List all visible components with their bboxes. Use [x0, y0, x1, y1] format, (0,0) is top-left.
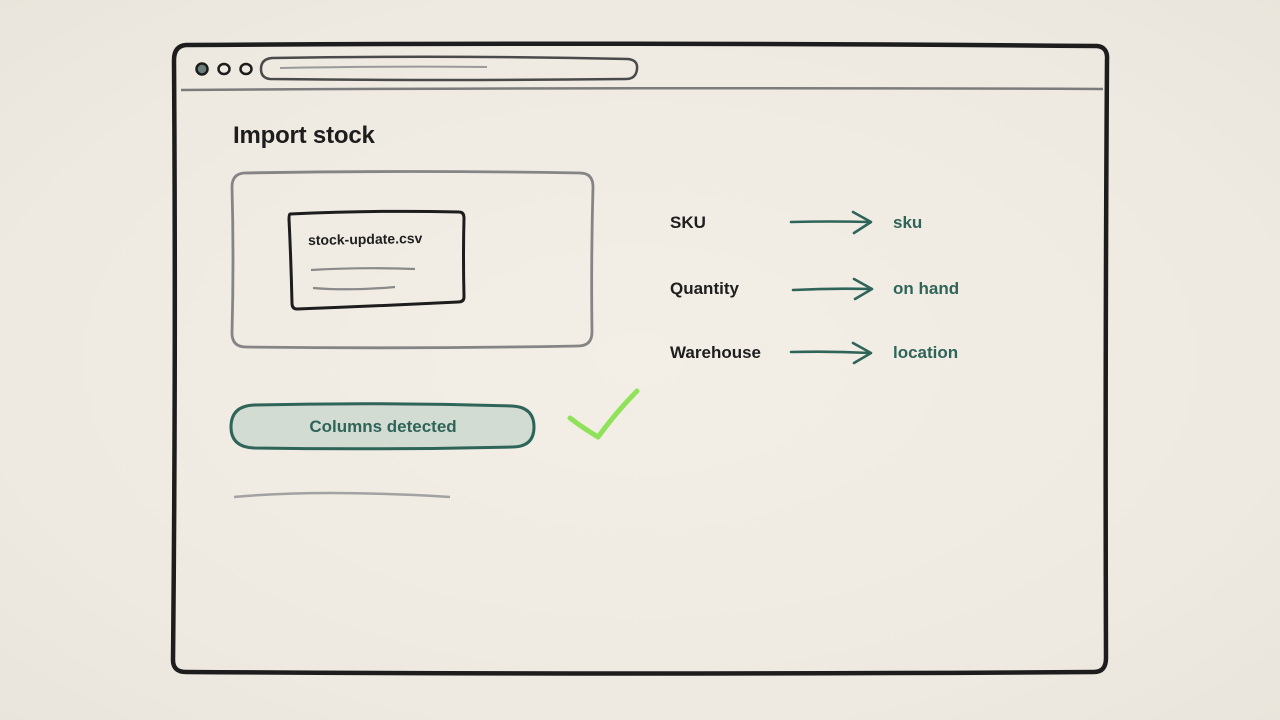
file-preview-line — [310, 267, 416, 272]
window-dot-icon[interactable] — [195, 62, 209, 76]
footer-placeholder-line — [233, 491, 451, 499]
arrow-right-icon — [789, 210, 873, 235]
checkmark-icon — [567, 388, 640, 440]
file-preview-line — [312, 285, 396, 291]
mapping-row[interactable]: Quantity on hand — [670, 279, 1090, 303]
page-title: Import stock — [233, 122, 375, 149]
mapping-row[interactable]: SKU sku — [670, 213, 1090, 237]
mapping-row[interactable]: Warehouse location — [670, 343, 1090, 367]
file-card[interactable] — [287, 209, 466, 311]
drop-zone[interactable] — [230, 170, 595, 350]
browser-window-frame — [170, 41, 1110, 676]
mapping-target-field[interactable]: sku — [893, 213, 923, 232]
window-dot-icon[interactable] — [239, 62, 253, 76]
window-dot-icon[interactable] — [217, 62, 231, 76]
columns-detected-status: Columns detected — [309, 417, 457, 436]
arrow-right-icon — [791, 277, 874, 301]
mapping-source-column: Quantity — [670, 279, 739, 298]
mapping-source-column: SKU — [670, 213, 706, 232]
arrow-right-icon — [789, 341, 873, 365]
address-bar-text-placeholder — [279, 65, 488, 69]
status-pill-shape — [229, 402, 536, 451]
file-name-label: stock-update.csv — [307, 230, 423, 248]
titlebar-divider — [180, 86, 1104, 92]
mapping-target-field[interactable]: on hand — [893, 279, 960, 298]
address-bar[interactable] — [259, 55, 639, 82]
mapping-source-column: Warehouse — [670, 343, 762, 362]
mapping-target-field[interactable]: location — [893, 343, 959, 362]
